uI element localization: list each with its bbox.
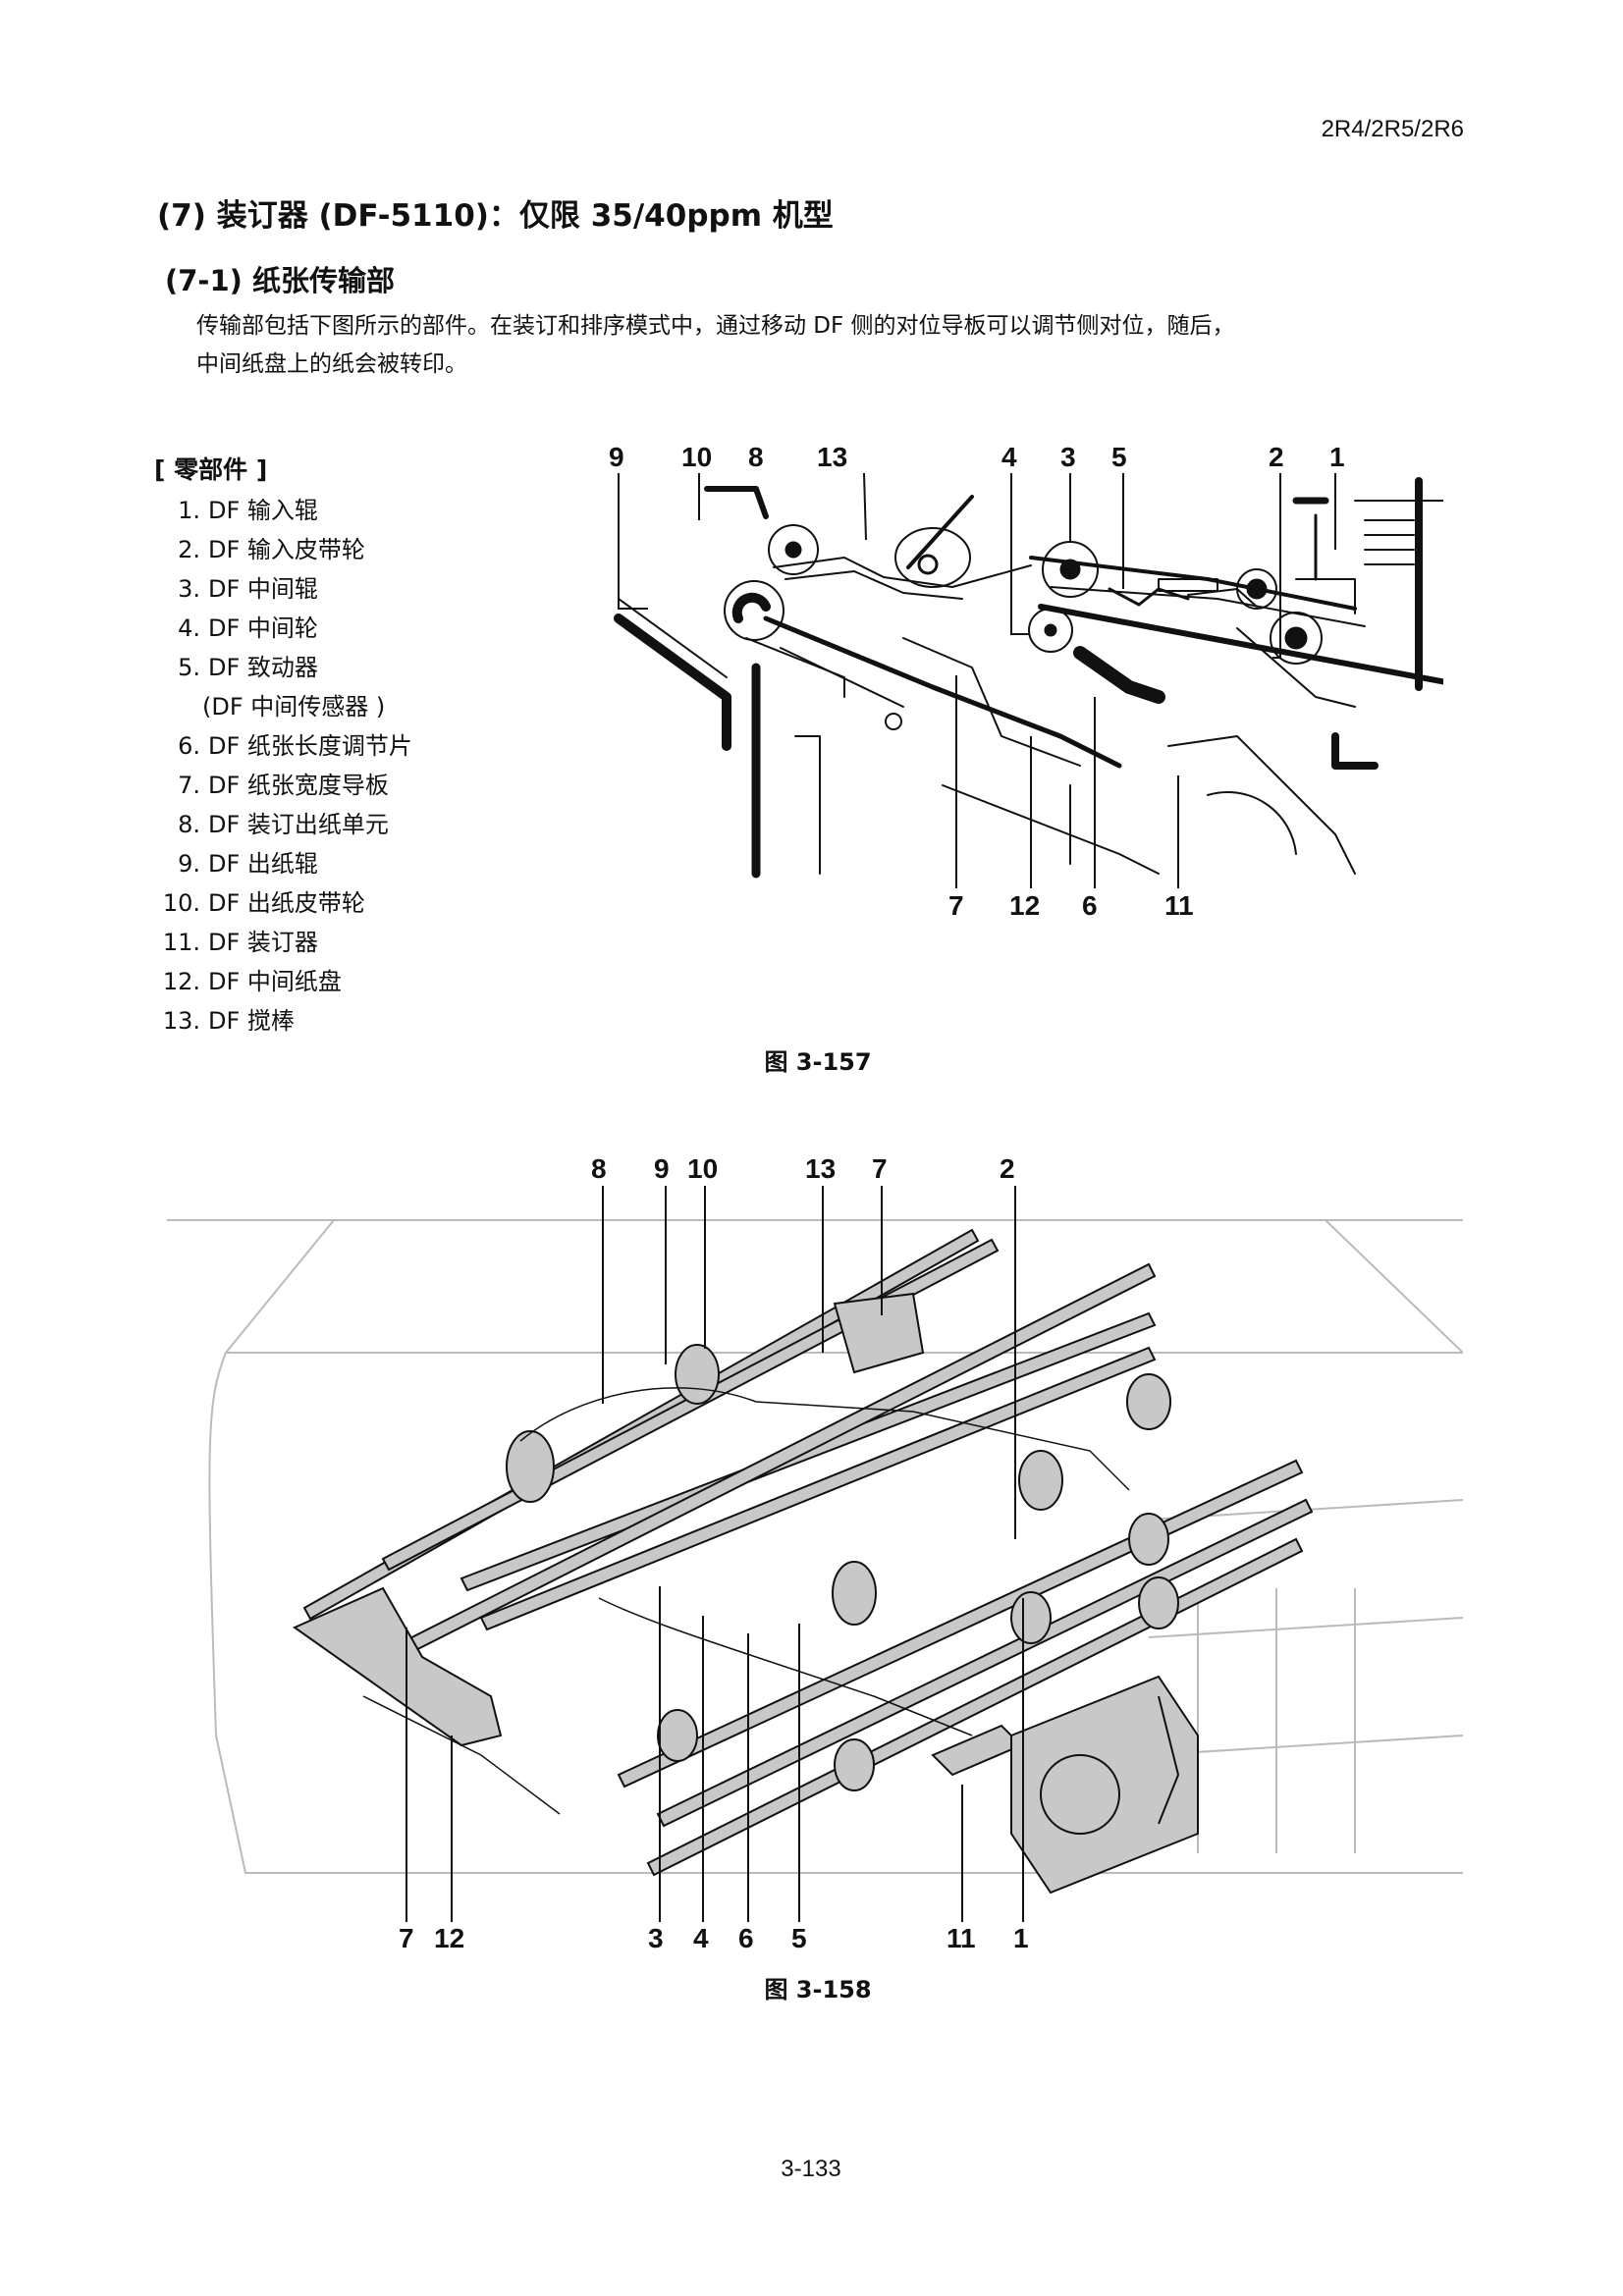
parts-list-item: 2. DF 输入皮带轮 — [155, 530, 412, 569]
fig2-callout-bottom: 1 — [1013, 1923, 1029, 1953]
part-name: DF 输入皮带轮 — [208, 536, 365, 563]
part-number: 5. — [178, 654, 200, 681]
intro-paragraph: 传输部包括下图所示的部件。在装订和排序模式中，通过移动 DF 侧的对位导板可以调… — [196, 307, 1463, 384]
fig1-callout-top: 5 — [1111, 442, 1127, 472]
part-name: DF 中间轮 — [208, 614, 318, 642]
part-number: 7. — [178, 772, 200, 799]
fig1-callout-top: 3 — [1060, 442, 1076, 472]
parts-list-item: 6. DF 纸张长度调节片 — [155, 726, 412, 766]
part-name: DF 搅棒 — [208, 1007, 295, 1035]
fig2-callout-bottom: 12 — [434, 1923, 464, 1953]
intro-line: 中间纸盘上的纸会被转印。 — [196, 351, 467, 377]
fig2-callout-bottom: 7 — [399, 1923, 414, 1953]
parts-list-item: (DF 中间传感器 ) — [155, 687, 412, 726]
parts-list-item: 13. DF 搅棒 — [155, 1001, 412, 1041]
parts-list-item: 1. DF 输入辊 — [155, 491, 412, 530]
fig1-callout-bottom: 7 — [948, 890, 964, 921]
fig2-callout-bottom: 6 — [738, 1923, 754, 1953]
part-name: DF 纸张宽度导板 — [208, 772, 389, 799]
part-number: 11. — [162, 929, 200, 956]
parts-list: 1. DF 输入辊 2. DF 输入皮带轮 3. DF 中间辊 4. DF 中间轮 5.… — [155, 491, 412, 1041]
part-name: DF 中间纸盘 — [208, 968, 342, 995]
part-number: 12. — [162, 968, 200, 995]
part-number: 4. — [178, 614, 200, 642]
parts-list-item: 9. DF 出纸辊 — [155, 844, 412, 883]
parts-list-item: 3. DF 中间辊 — [155, 569, 412, 609]
part-name: DF 出纸皮带轮 — [208, 889, 365, 917]
parts-list-item: 10. DF 出纸皮带轮 — [155, 883, 412, 923]
subsection-title: (7-1) 纸张传输部 — [165, 264, 395, 297]
fig2-callout-bottom: 3 — [648, 1923, 664, 1953]
fig1-callout-bottom: 6 — [1082, 890, 1098, 921]
section-title: (7) 装订器 (DF-5110)：仅限 35/40ppm 机型 — [157, 198, 834, 234]
fig1-callout-top: 2 — [1269, 442, 1284, 472]
fig2-callout-top: 7 — [872, 1153, 888, 1184]
parts-heading: [ 零部件 ] — [154, 455, 268, 484]
intro-line: 传输部包括下图所示的部件。在装订和排序模式中，通过移动 DF 侧的对位导板可以调… — [196, 313, 1235, 339]
fig2-callout-bottom: 4 — [693, 1923, 709, 1953]
part-number: 6. — [178, 732, 200, 760]
part-number: 13. — [162, 1007, 200, 1035]
fig1-callout-bottom: 11 — [1164, 890, 1194, 921]
fig1-callout-top: 13 — [817, 442, 847, 472]
model-number: 2R4/2R5/2R6 — [1321, 116, 1464, 142]
fig2-callout-top: 9 — [654, 1153, 670, 1184]
parts-list-item: 12. DF 中间纸盘 — [155, 962, 412, 1001]
part-name: (DF 中间传感器 ) — [202, 693, 386, 721]
part-name: DF 输入辊 — [208, 497, 318, 524]
part-name: DF 纸张长度调节片 — [208, 732, 412, 760]
figure-caption: 图 3-158 — [764, 1976, 872, 2003]
fig1-callout-top: 10 — [681, 442, 712, 472]
fig2-callout-bottom: 5 — [791, 1923, 807, 1953]
figure-3-158-perspective-diagram: 8 9 10 13 7 2 7 12 3 4 6 5 11 1 — [167, 1153, 1463, 1953]
fig2-callout-top: 8 — [591, 1153, 607, 1184]
part-number: 3. — [178, 575, 200, 603]
figure-3-157-section-diagram: 9 10 8 13 4 3 5 2 1 7 12 6 11 — [609, 442, 1443, 921]
parts-list-item: 5. DF 致动器 — [155, 648, 412, 687]
part-name: DF 中间辊 — [208, 575, 318, 603]
parts-list-item: 7. DF 纸张宽度导板 — [155, 766, 412, 805]
fig2-callout-top: 13 — [805, 1153, 836, 1184]
part-name: DF 装订出纸单元 — [208, 811, 389, 838]
fig1-callout-bottom: 12 — [1009, 890, 1040, 921]
parts-list-item: 4. DF 中间轮 — [155, 609, 412, 648]
parts-list-item: 11. DF 装订器 — [155, 923, 412, 962]
fig1-callout-top: 4 — [1001, 442, 1017, 472]
fig2-callout-top: 2 — [1000, 1153, 1015, 1184]
fig1-callout-top: 9 — [609, 442, 624, 472]
part-number: 8. — [178, 811, 200, 838]
part-name: DF 装订器 — [208, 929, 318, 956]
part-name: DF 致动器 — [208, 654, 318, 681]
page-number: 3-133 — [781, 2156, 841, 2182]
fig1-callout-top: 8 — [748, 442, 764, 472]
fig1-callout-top: 1 — [1329, 442, 1345, 472]
parts-list-item: 8. DF 装订出纸单元 — [155, 805, 412, 844]
part-number: 9. — [178, 850, 200, 878]
fig2-callout-top: 10 — [687, 1153, 718, 1184]
part-number: 10. — [162, 889, 200, 917]
figure-caption: 图 3-157 — [764, 1048, 872, 1076]
part-number: 1. — [178, 497, 200, 524]
part-name: DF 出纸辊 — [208, 850, 318, 878]
part-number: 2. — [178, 536, 200, 563]
fig2-callout-bottom: 11 — [947, 1923, 976, 1953]
